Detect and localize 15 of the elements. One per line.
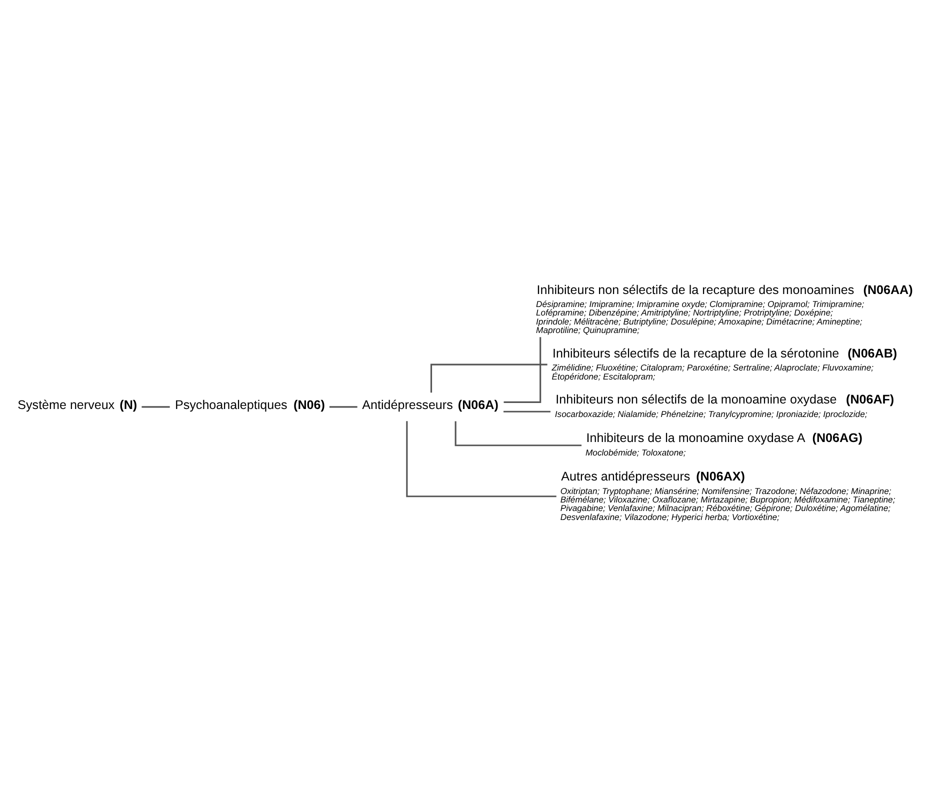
connector: [504, 336, 542, 402]
node-text: Inhibiteurs non sélectifs de la monoamine oxydase (N06AF) Isocarboxazide; Nialamide; Phénelzine; Tranylcypromine; Iproniazide; Iproclozide;: [554, 392, 894, 418]
node-text: Inhibiteurs sélectifs de la recapture de la sérotonine (N06AB) Zimélidine; Fluoxétine; Citalopram; Paroxétine; Sertraline; Alaproclate; Fluvoxamine; Étopéridone; Escitalopram;: [552, 346, 898, 381]
connector: [430, 363, 548, 392]
node-text: Inhibiteurs non sélectifs de la recapture des monoamines (N06AA) Désipramine; Imipramine; Imipramine oxyde; Clomipramine; Opipramol; Trimipramine; Lofépramine; Dibenzépine; Amitriptyline; Nortriptyline; Protriptyline; Doxépine; Iprindole; Mélitracène; Butriptyline; Dosulépine; Amoxapine; Dimétacrine; Amineptine; Maprotiline; Quinupramine;: [536, 282, 913, 334]
node-text: Système nerveux (N): [18, 398, 138, 412]
node-text: Psychoanaleptiques (N06): [175, 398, 325, 412]
connector: [504, 410, 550, 412]
node-text: Autres antidépresseurs (N06AX) Oxitriptan; Tryptophane; Miansérine; Nomifensine; Trazodone; Néfazodone; Minaprine; Bifémélane; Viloxazine; Oxaflozane; Mirtazapine; Bupropion; Médifoxamine; Tianeptine; Pivagabine; Venlafaxine; Milnacipran; Réboxétine; Gépirone; Duloxétine; Agomélatine; Desvenlafaxine; Vilazodone; Hyperici herba; Vortioxétine;: [560, 469, 896, 522]
node-text: Antidépresseurs (N06A): [362, 398, 498, 412]
node-text: Inhibiteurs de la monoamine oxydase A (N06AG) Moclobémide; Toloxatone;: [585, 430, 862, 457]
connector: [329, 406, 358, 408]
connector: [454, 420, 582, 446]
connector: [406, 420, 556, 497]
connector: [142, 406, 170, 408]
